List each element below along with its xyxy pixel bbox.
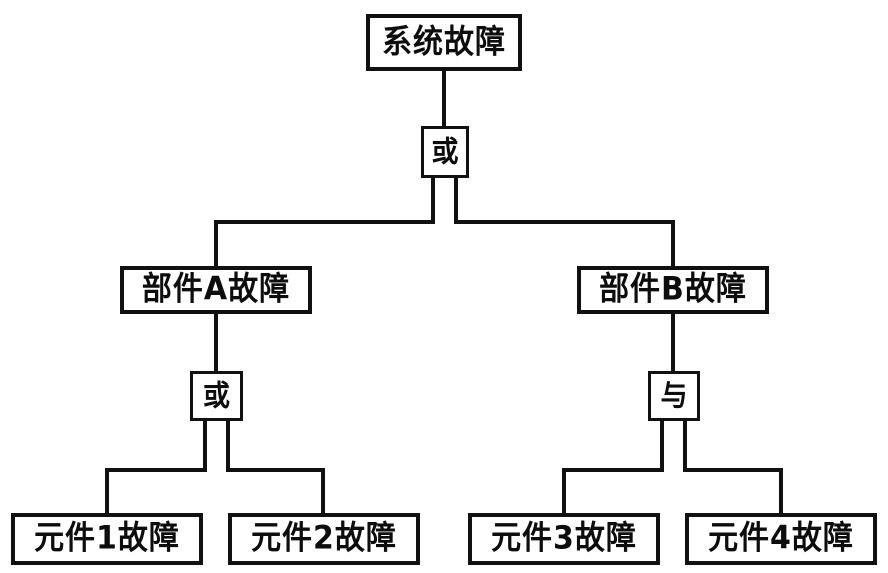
gate-component-a-or[interactable]: 或 <box>190 371 243 421</box>
gate-root-or-label: 或 <box>431 135 459 169</box>
gate-component-b-and[interactable]: 与 <box>648 371 700 421</box>
intermediate-node-component-a-label: 部件A故障 <box>141 270 291 309</box>
basic-event-node-element-3[interactable]: 元件3故障 <box>468 513 660 565</box>
connector-root-gate-right-branch <box>454 178 675 266</box>
intermediate-node-component-b[interactable]: 部件B故障 <box>577 266 769 314</box>
connector-gate-a-right-branch <box>226 421 325 513</box>
basic-event-node-element-4-label: 元件4故障 <box>708 519 854 558</box>
gate-component-b-and-label: 与 <box>660 379 688 413</box>
basic-event-node-element-2-label: 元件2故障 <box>251 519 397 558</box>
gate-component-a-or-label: 或 <box>203 379 230 413</box>
gate-root-or[interactable]: 或 <box>421 126 469 178</box>
basic-event-node-element-4[interactable]: 元件4故障 <box>685 513 877 565</box>
basic-event-node-element-1[interactable]: 元件1故障 <box>11 513 203 565</box>
top-event-node-system-failure[interactable]: 系统故障 <box>366 14 522 71</box>
connector-root-gate-left-branch <box>214 178 435 266</box>
connector-gate-a-left-branch <box>105 421 207 513</box>
top-event-label: 系统故障 <box>382 23 506 61</box>
intermediate-node-component-b-label: 部件B故障 <box>599 270 747 309</box>
basic-event-node-element-2[interactable]: 元件2故障 <box>228 513 420 565</box>
basic-event-node-element-1-label: 元件1故障 <box>34 519 180 558</box>
connector-gate-b-right-branch <box>683 421 783 513</box>
intermediate-node-component-a[interactable]: 部件A故障 <box>120 266 312 314</box>
basic-event-node-element-3-label: 元件3故障 <box>491 519 637 558</box>
connector-gate-b-left-branch <box>562 421 664 513</box>
